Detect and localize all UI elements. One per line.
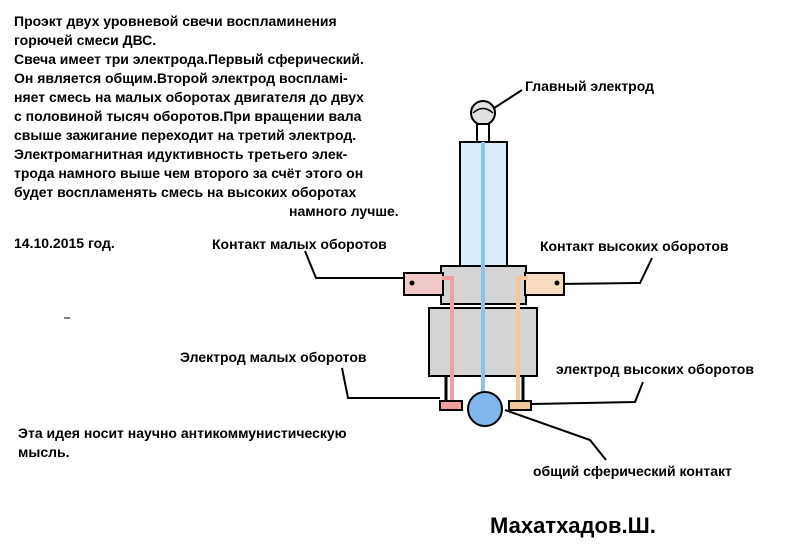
high-rpm-contact-tab <box>524 272 565 296</box>
description-text: Проэкт двух уровневой свечи воспламинени… <box>14 12 399 221</box>
terminal-head <box>470 100 496 126</box>
description-line: намного лучше. <box>289 203 399 219</box>
high-rpm-wire <box>516 276 528 403</box>
description-line: будет воспламенять смесь на высоких обор… <box>14 184 357 200</box>
high-rpm-contact-dot <box>554 280 560 286</box>
author-signature: Махатхадов.Ш. <box>490 513 656 538</box>
low-rpm-contact-dot <box>409 280 415 286</box>
description-line: с половиной тысяч оборотов.При вращении … <box>14 108 362 124</box>
description-line: горючей смеси ДВС. <box>14 32 157 48</box>
idea-text: Эта идея носит научно антикоммунистическ… <box>18 424 347 462</box>
leader-common-contact <box>504 409 607 461</box>
description-line: няет смесь на малых оборотах двигателя д… <box>14 89 364 105</box>
label-main-electrode: Главный электрод <box>525 78 654 94</box>
leader-high-rpm-electrode <box>531 381 644 405</box>
description-line: свыше зажигание переходит на третий элек… <box>14 127 357 143</box>
idea-line: Эта идея носит научно антикоммунистическ… <box>18 425 347 441</box>
leader-low-rpm-electrode <box>341 367 440 399</box>
label-high-rpm-contact: Контакт высоких оборотов <box>540 238 729 254</box>
high-rpm-electrode-tip <box>508 400 532 411</box>
description-line: Свеча имеет три электрода.Первый сфериче… <box>14 51 364 67</box>
idea-line: мысль. <box>18 444 70 460</box>
description-line: Проэкт двух уровневой свечи воспламинени… <box>14 13 337 29</box>
leader-low-rpm-contact <box>304 250 408 279</box>
label-low-rpm-electrode: Электрод малых оборотов <box>180 349 367 365</box>
low-rpm-electrode-tip <box>439 400 463 411</box>
label-low-rpm-contact: Контакт малых оборотов <box>212 236 387 252</box>
terminal-neck <box>476 123 490 143</box>
low-rpm-contact-tab <box>403 272 444 296</box>
description-line: Электромагнитная идуктивность третьего э… <box>14 146 348 162</box>
terminal-ring <box>472 107 494 114</box>
spherical-contact <box>467 391 503 427</box>
low-rpm-wire <box>442 276 454 403</box>
date-text: 14.10.2015 год. <box>14 235 115 251</box>
leader-high-rpm-contact <box>557 257 653 285</box>
label-high-rpm-electrode: электрод высоких оборотов <box>556 361 754 377</box>
description-line: Он является общим.Второй электрод воспла… <box>14 70 348 86</box>
description-line: трода намного выше чем второго за счёт э… <box>14 165 364 181</box>
label-common-contact: общий сферический контакт <box>533 463 732 479</box>
